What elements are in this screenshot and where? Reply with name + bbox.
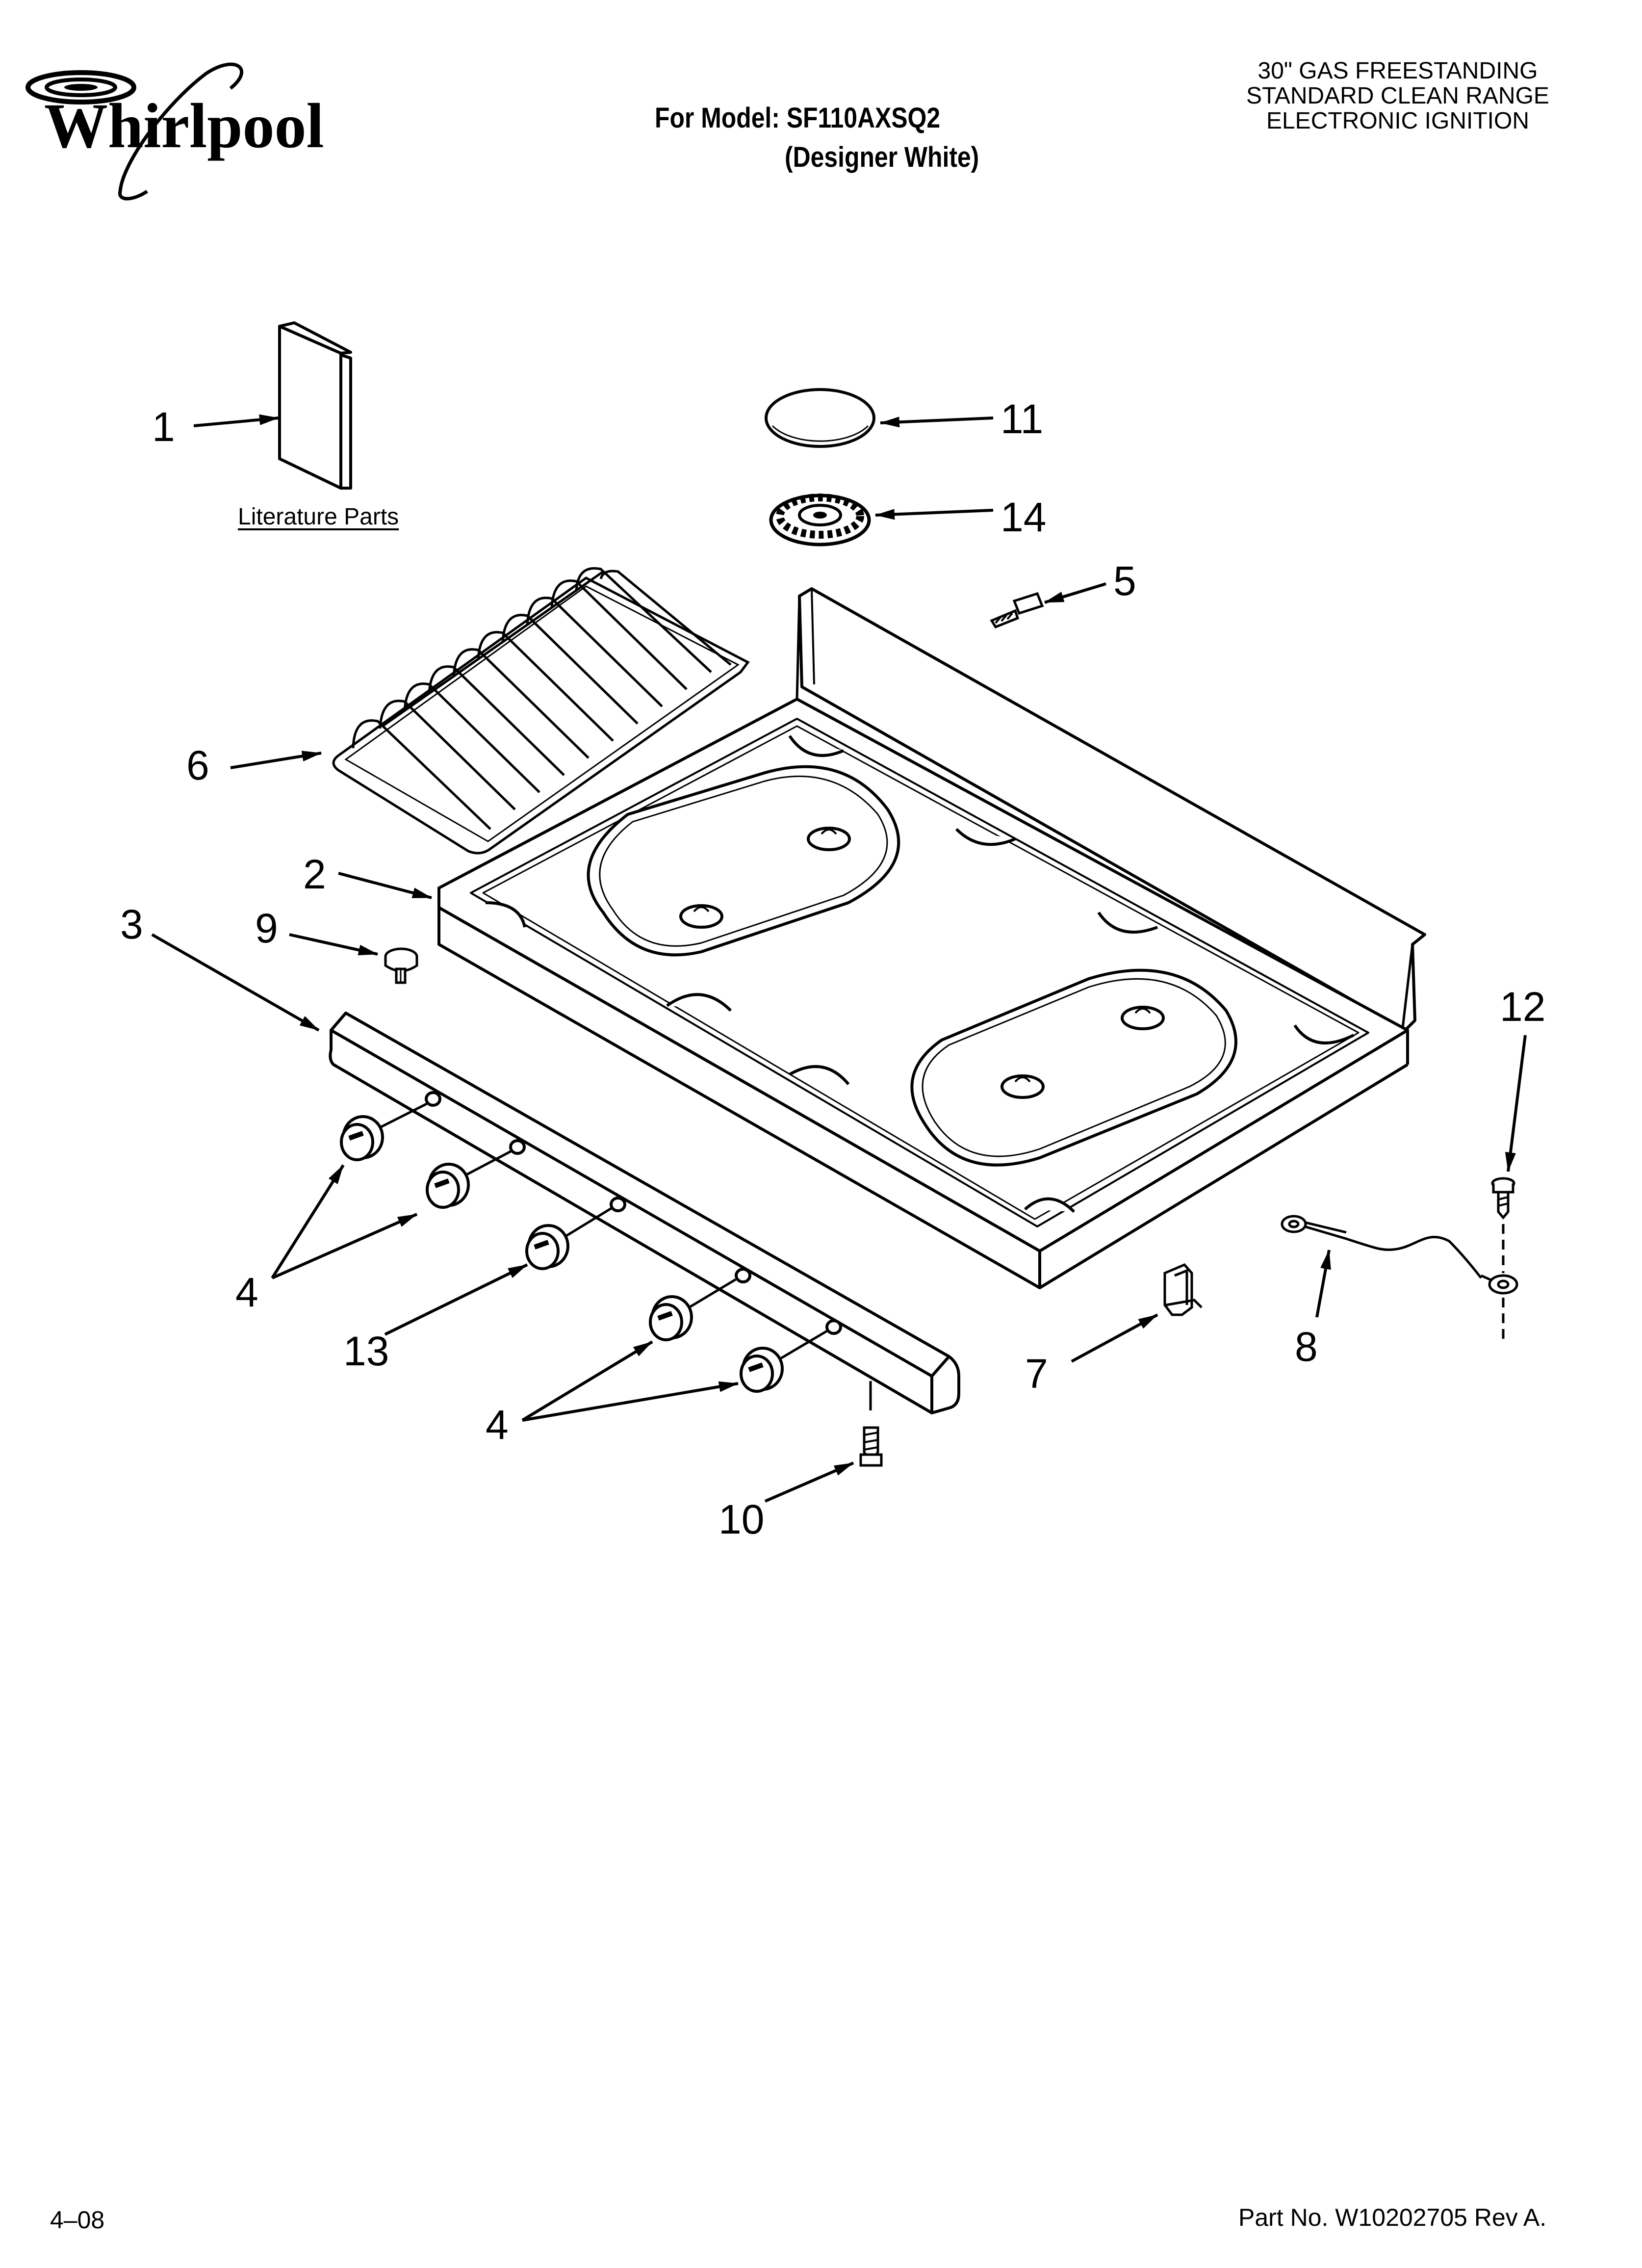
knob-5 bbox=[740, 1329, 829, 1393]
cooktop bbox=[437, 587, 1426, 1289]
burner-cap bbox=[765, 388, 875, 448]
callout-14: 14 bbox=[1001, 494, 1047, 540]
callout-12: 12 bbox=[1500, 984, 1546, 1030]
callout-2: 2 bbox=[303, 851, 326, 897]
bumper bbox=[384, 947, 418, 984]
model-color: (Designer White) bbox=[785, 141, 979, 173]
callout-1: 1 bbox=[152, 404, 175, 450]
ground-wire bbox=[1281, 1215, 1518, 1295]
callout-11: 11 bbox=[1001, 396, 1044, 442]
range-description: 30" GAS FREESTANDING STANDARD CLEAN RANG… bbox=[1221, 58, 1574, 134]
burner-grate bbox=[332, 567, 750, 855]
literature-parts-label: Literature Parts bbox=[238, 504, 399, 530]
print-date: 4–08 bbox=[50, 2206, 105, 2234]
callout-5: 5 bbox=[1113, 558, 1136, 604]
callout-4a: 4 bbox=[235, 1269, 258, 1315]
burner-well-front-right bbox=[910, 968, 1237, 1167]
callout-6: 6 bbox=[186, 742, 209, 788]
screw-icon bbox=[859, 1426, 883, 1467]
screw-icon bbox=[990, 592, 1044, 629]
control-knobs bbox=[340, 1102, 829, 1393]
whirlpool-logo: Whirlpool bbox=[26, 62, 324, 201]
knob-4 bbox=[649, 1278, 737, 1341]
literature-booklet bbox=[278, 321, 352, 490]
callout-9: 9 bbox=[255, 905, 278, 951]
knob-1 bbox=[340, 1102, 428, 1161]
callout-13: 13 bbox=[343, 1328, 389, 1374]
knob-2 bbox=[426, 1149, 513, 1209]
manifold-panel bbox=[329, 1012, 960, 1414]
callout-3: 3 bbox=[120, 901, 143, 947]
callout-4b: 4 bbox=[486, 1402, 509, 1448]
part-number: Part No. W10202705 Rev A. bbox=[1238, 2204, 1547, 2231]
svg-text:Whirlpool: Whirlpool bbox=[44, 91, 324, 161]
clip bbox=[1163, 1263, 1203, 1316]
burner-base bbox=[769, 494, 871, 547]
screw-icon bbox=[1491, 1177, 1515, 1220]
knob-3 bbox=[525, 1206, 613, 1270]
callout-7: 7 bbox=[1025, 1351, 1048, 1397]
callout-8: 8 bbox=[1295, 1324, 1318, 1370]
description-line-1: 30" GAS FREESTANDING bbox=[1257, 58, 1538, 84]
description-line-3: ELECTRONIC IGNITION bbox=[1266, 107, 1530, 134]
model-number: For Model: SF110AXSQ2 bbox=[655, 102, 941, 134]
description-line-2: STANDARD CLEAN RANGE bbox=[1246, 82, 1549, 109]
callout-10: 10 bbox=[718, 1496, 765, 1542]
burner-well-rear-left bbox=[587, 765, 900, 957]
